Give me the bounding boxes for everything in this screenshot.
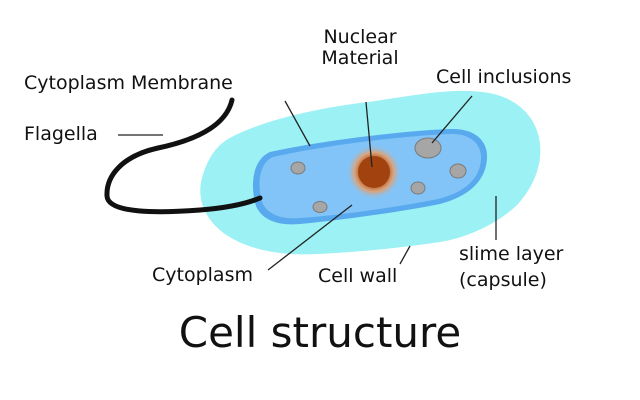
inclusion-granule — [449, 163, 467, 179]
label-flagella: Flagella — [24, 123, 98, 145]
inclusion-granule — [290, 161, 306, 175]
label-nuclear-material: Nuclear Material — [300, 27, 420, 69]
flagellum — [104, 97, 263, 215]
inclusion-granule — [414, 137, 442, 159]
cell-inclusions — [290, 137, 467, 213]
label-cell-wall: Cell wall — [318, 265, 398, 287]
pointer-cell-wall — [399, 245, 411, 265]
label-cytoplasm-membrane: Cytoplasm Membrane — [24, 72, 233, 94]
pointer-cytoplasm — [267, 204, 353, 271]
label-nuclear-material-line1: Nuclear — [323, 26, 397, 48]
label-slime-layer-line1: slime layer — [459, 243, 564, 265]
diagram-title: Cell structure — [178, 308, 462, 357]
label-cytoplasm: Cytoplasm — [152, 264, 253, 286]
inclusion-granule — [410, 181, 426, 195]
label-nuclear-material-line2: Material — [321, 47, 399, 69]
pointer-nuclear-material — [365, 101, 373, 168]
pointer-cytoplasm-membrane — [284, 100, 311, 147]
label-slime-layer: slime layer (capsule) — [459, 244, 563, 291]
nucleus-core — [358, 156, 390, 188]
pointer-lines — [118, 95, 497, 271]
pointer-cell-inclusions — [431, 95, 473, 144]
label-cell-inclusions: Cell inclusions — [436, 66, 572, 88]
label-slime-layer-line2: (capsule) — [459, 269, 547, 291]
inclusion-granule — [312, 201, 328, 213]
